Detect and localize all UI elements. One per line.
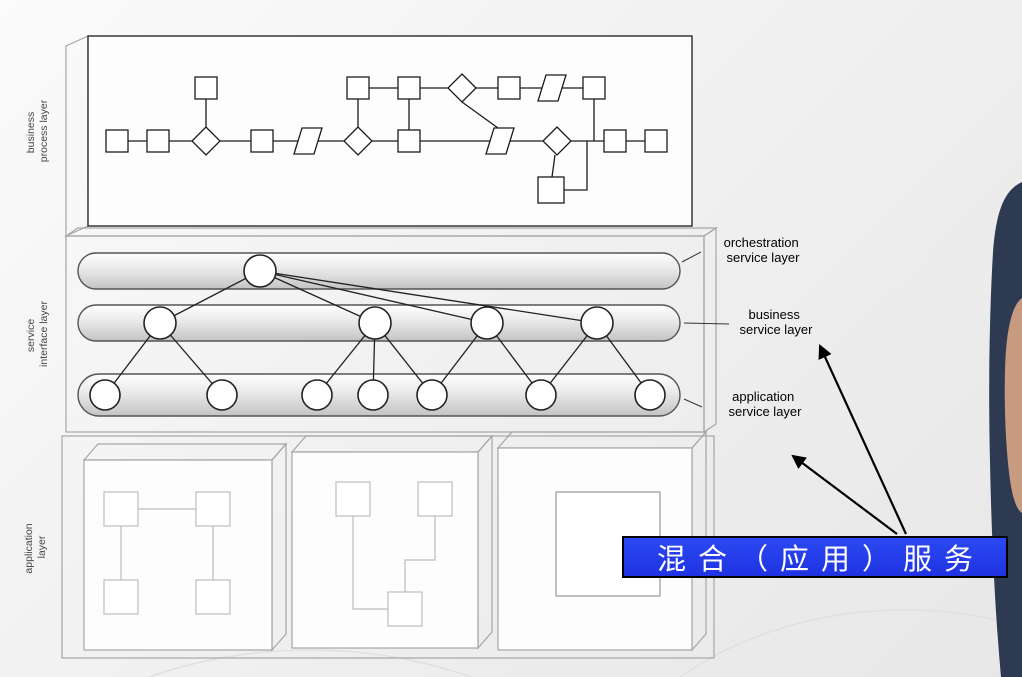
application-node (301, 379, 333, 411)
svg-text:application service laye: application service layer (729, 389, 803, 419)
application-node (525, 379, 557, 411)
callout-orchestration: orchestration service layer (681, 235, 803, 265)
business-node (358, 306, 392, 340)
service-nodes (89, 254, 666, 411)
cube-component-diagram (335, 481, 453, 627)
cube-component-diagram (103, 491, 231, 615)
business-process-flowchart (105, 73, 668, 204)
application-node (634, 379, 666, 411)
application-node (89, 379, 121, 411)
layer-label-business-process: business process layer (25, 99, 50, 162)
application-cube (82, 442, 288, 652)
application-node (357, 379, 389, 411)
callout-application: application service layer (683, 389, 803, 419)
svg-text:business service layer: business service layer (740, 307, 814, 337)
callout-business: business service layer (683, 307, 814, 337)
application-cubes (82, 430, 708, 652)
orchestration-node (243, 254, 277, 288)
business-node (580, 306, 614, 340)
layer-label-application: application layer (23, 520, 48, 573)
background-arcs (147, 609, 1022, 677)
business-node (143, 306, 177, 340)
caption-banner-text: 混合（应用）服务 (656, 544, 985, 576)
caption-banner: 混合（应用）服务 (622, 536, 1008, 578)
orchestration-pill (77, 252, 681, 290)
application-node (206, 379, 238, 411)
presenter-photo (989, 182, 1022, 677)
business-node (470, 306, 504, 340)
business-process-layer-box (65, 35, 693, 237)
layer-label-service-interface: service interface layer (25, 301, 50, 367)
svg-text:orchestration service la: orchestration service layer (724, 235, 803, 265)
application-node (416, 379, 448, 411)
application-cube (290, 434, 494, 650)
service-interface-layer-box (64, 226, 718, 434)
callout-arrows (791, 344, 908, 535)
presenter-arm (1004, 298, 1022, 513)
